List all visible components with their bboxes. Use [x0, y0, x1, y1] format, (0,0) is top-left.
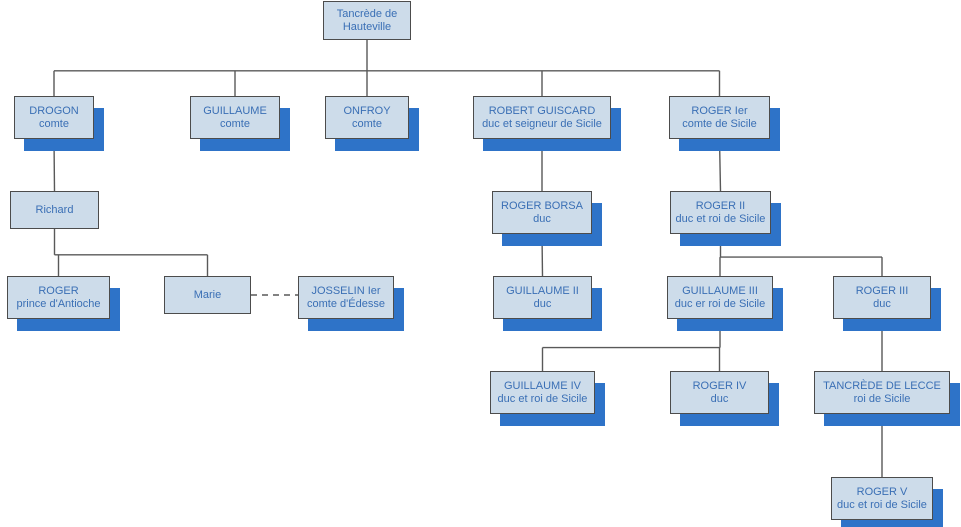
node-richard[interactable]: Richard [10, 191, 99, 229]
node-title: ROBERT GUISCARD [488, 104, 596, 117]
node-subtitle: comte [39, 117, 69, 130]
node-subtitle: duc er roi de Sicile [674, 297, 766, 310]
node-title: ONFROY [343, 104, 391, 117]
node-subtitle: prince d'Antioche [16, 297, 101, 310]
node-title: GUILLAUME [203, 104, 267, 117]
node-title: TANCRÈDE DE LECCE [823, 379, 941, 392]
node-title: Marie [193, 288, 222, 301]
node-title: ROGER IV [692, 379, 747, 392]
node-subtitle: duc et seigneur de Sicile [482, 117, 602, 130]
node-title: ROGER BORSA [501, 199, 583, 212]
node-title: GUILLAUME III [682, 284, 758, 297]
node-subtitle: duc et roi de Sicile [675, 212, 766, 225]
node-subtitle: comte de Sicile [682, 117, 757, 130]
node-marie[interactable]: Marie [164, 276, 251, 314]
node-title: ROGER Ier [691, 104, 748, 117]
node-subtitle: Hauteville [342, 20, 392, 33]
node-subtitle: roi de Sicile [853, 392, 911, 405]
node-title: DROGON [29, 104, 79, 117]
node-title: JOSSELIN Ier [311, 284, 381, 297]
node-title: GUILLAUME IV [503, 379, 582, 392]
node-subtitle: comte [220, 117, 250, 130]
node-subtitle: duc et roi de Sicile [497, 392, 588, 405]
node-subtitle: comte d'Édesse [307, 297, 385, 310]
node-subtitle: duc [533, 297, 552, 310]
node-subtitle: duc [710, 392, 729, 405]
node-title: ROGER V [856, 485, 908, 498]
node-subtitle: duc et roi de Sicile [837, 498, 927, 511]
node-subtitle: duc [873, 297, 891, 310]
node-title: Richard [35, 203, 74, 216]
node-subtitle: duc [533, 212, 551, 225]
node-title: ROGER II [695, 199, 746, 212]
node-subtitle: comte [352, 117, 382, 130]
node-title: ROGER III [855, 284, 909, 297]
node-title: ROGER [38, 284, 79, 297]
node-title: GUILLAUME II [506, 284, 579, 297]
node-title: Tancrède de [336, 7, 398, 20]
